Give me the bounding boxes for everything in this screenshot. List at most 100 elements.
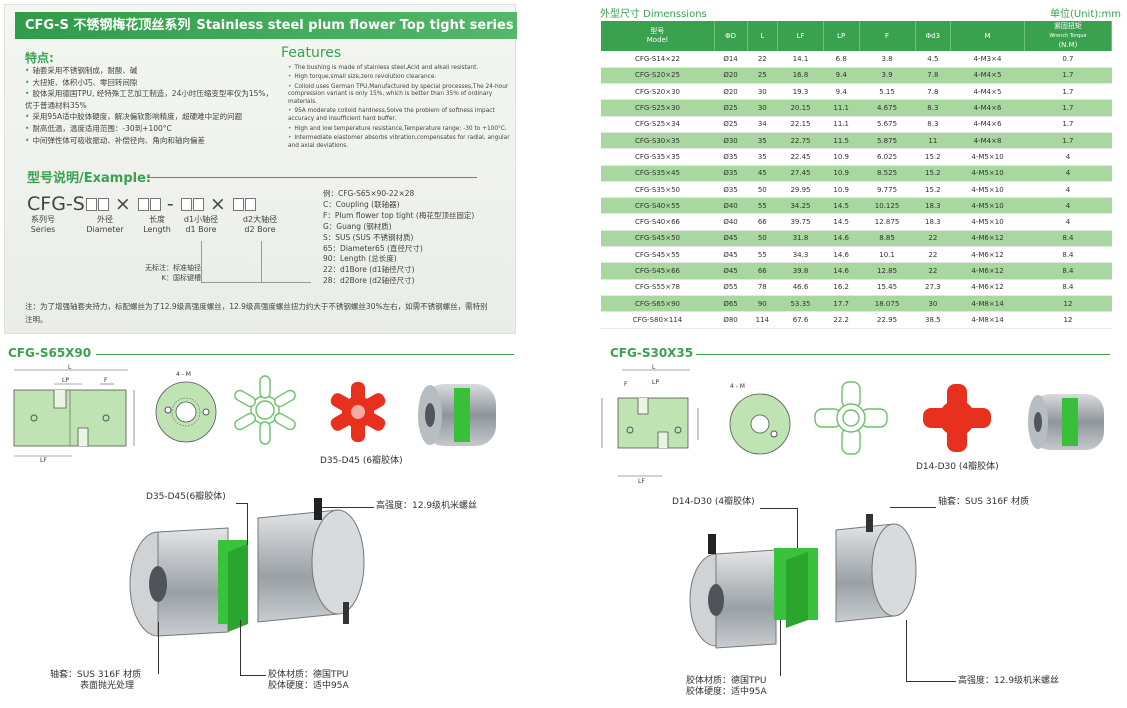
- table-cell: 5.675: [859, 116, 916, 133]
- table-cell: 14.1: [777, 51, 824, 68]
- table-cell: 8.525: [859, 165, 916, 182]
- unit-label: 单位(Unit):mm: [1050, 9, 1122, 20]
- leader-line: [780, 620, 781, 676]
- table-cell: 4-M5×10: [950, 197, 1025, 215]
- callout-spider-right: D14-D30 (4瓣胶体): [672, 497, 755, 507]
- table-cell: 1.7: [1024, 83, 1112, 101]
- side-view-drawing: L LP F LF: [13, 364, 135, 464]
- table-cell: 4.5: [915, 51, 951, 68]
- table-cell: 25: [747, 67, 778, 85]
- example-line: G：Guang (钢材质): [323, 221, 392, 231]
- table-cell: 50: [747, 181, 778, 199]
- leader-line: [890, 507, 936, 508]
- table-cell: Ø45: [714, 246, 748, 264]
- side-view-drawing-right: L LP F LF: [601, 364, 699, 484]
- dim-LF: LF: [40, 457, 47, 464]
- table-cell: 10.9: [823, 148, 860, 166]
- table-cell: 4-M5×10: [950, 213, 1025, 231]
- table-cell: 34: [747, 116, 778, 133]
- feature-item-cn: 采用95A适中胶体硬度，解决偏软影响精度，超硬难中足的问题: [25, 111, 275, 123]
- example-line: 例：CFG-S65×90-22×28: [323, 189, 415, 198]
- callout-screw-right: 高强度：12.9级机米螺丝: [958, 676, 1060, 686]
- table-cell: 12.875: [859, 213, 916, 231]
- table-cell: 6.025: [859, 148, 916, 166]
- table-cell: 4: [1024, 181, 1112, 199]
- table-cell: CFG-S40×55: [601, 197, 715, 215]
- table-cell: 4-M4×8: [950, 132, 1025, 150]
- dim-LF: LF: [638, 478, 645, 484]
- table-cell: 4-M8×14: [950, 311, 1025, 329]
- coupling-photo-left: [418, 384, 496, 446]
- table-cell: 8.4: [1024, 246, 1112, 264]
- table-cell: CFG-S20×30: [601, 83, 715, 101]
- section-title-right: CFG-S30X35: [610, 346, 694, 360]
- table-cell: 7.8: [915, 67, 951, 85]
- table-cell: 5.875: [859, 132, 916, 150]
- table-cell: 39.75: [777, 213, 824, 231]
- table-cell: Ø20: [714, 67, 748, 85]
- table-cell: 67.6: [777, 311, 824, 329]
- placeholder-box: [232, 198, 244, 211]
- leader-line: [158, 622, 159, 674]
- table-cell: 14.6: [823, 230, 860, 248]
- table-cell: 1.7: [1024, 99, 1112, 117]
- table-cell: 12: [1024, 311, 1112, 329]
- bore-leader: [201, 241, 202, 283]
- table-cell: 4-M5×10: [950, 181, 1025, 199]
- example-line: 90：Length (总长度): [323, 254, 397, 264]
- table-cell: 9.4: [823, 67, 860, 85]
- bore-leader: [261, 241, 262, 283]
- table-cell: 1.7: [1024, 132, 1112, 150]
- table-cell: CFG-S40×66: [601, 213, 715, 231]
- red-spider-6-lobe: [330, 382, 386, 442]
- table-cell: 31.8: [777, 230, 824, 248]
- table-cell: 4-M3×4: [950, 51, 1025, 68]
- table-cell: Ø14: [714, 51, 748, 68]
- table-cell: 46.6: [777, 279, 824, 296]
- table-cell: 11.1: [823, 116, 860, 133]
- table-cell: 6.8: [823, 51, 860, 68]
- placeholder-box: [85, 198, 97, 211]
- table-cell: 18.3: [915, 213, 951, 231]
- feature-item-cn: 耐高低温，温度适用范围：-30到+100°C: [25, 123, 275, 135]
- table-cell: 22: [915, 230, 951, 248]
- feature-item-en: 95A moderate colloid hardness,Solve the …: [288, 108, 513, 124]
- table-cell: 10.9: [823, 165, 860, 182]
- table-cell: 34.3: [777, 246, 824, 264]
- table-cell: 10.125: [859, 197, 916, 215]
- table-cell: 27.45: [777, 165, 824, 182]
- example-line: 65：Diameter65 (直径尺寸): [323, 243, 423, 253]
- table-cell: 15.45: [859, 279, 916, 296]
- table-cell: 38.5: [915, 311, 951, 329]
- dim-F: F: [104, 377, 108, 384]
- model-prefix: CFG-S: [27, 193, 85, 215]
- table-cell: 22.75: [777, 132, 824, 150]
- features-en-list: The bushing is made of stainless steel,A…: [288, 65, 513, 152]
- features-cn-title: 特点:: [25, 51, 54, 65]
- table-cell: 8.3: [915, 99, 951, 117]
- table-cell: Ø35: [714, 148, 748, 166]
- assembly-drawing-right: [689, 514, 917, 649]
- table-cell: 66: [747, 262, 778, 280]
- table-cell: CFG-S14×22: [601, 51, 715, 68]
- table-cell: 18.075: [859, 295, 916, 313]
- table-cell: 45: [747, 165, 778, 182]
- dim-LP: LP: [652, 379, 659, 386]
- leader-line: [760, 508, 798, 548]
- table-cell: Ø40: [714, 213, 748, 231]
- table-cell: 22.15: [777, 116, 824, 133]
- callout-screw-left: 高强度：12.9级机米螺丝: [376, 501, 478, 511]
- dimensions-title: 外型尺寸 Dimenssions: [600, 9, 707, 20]
